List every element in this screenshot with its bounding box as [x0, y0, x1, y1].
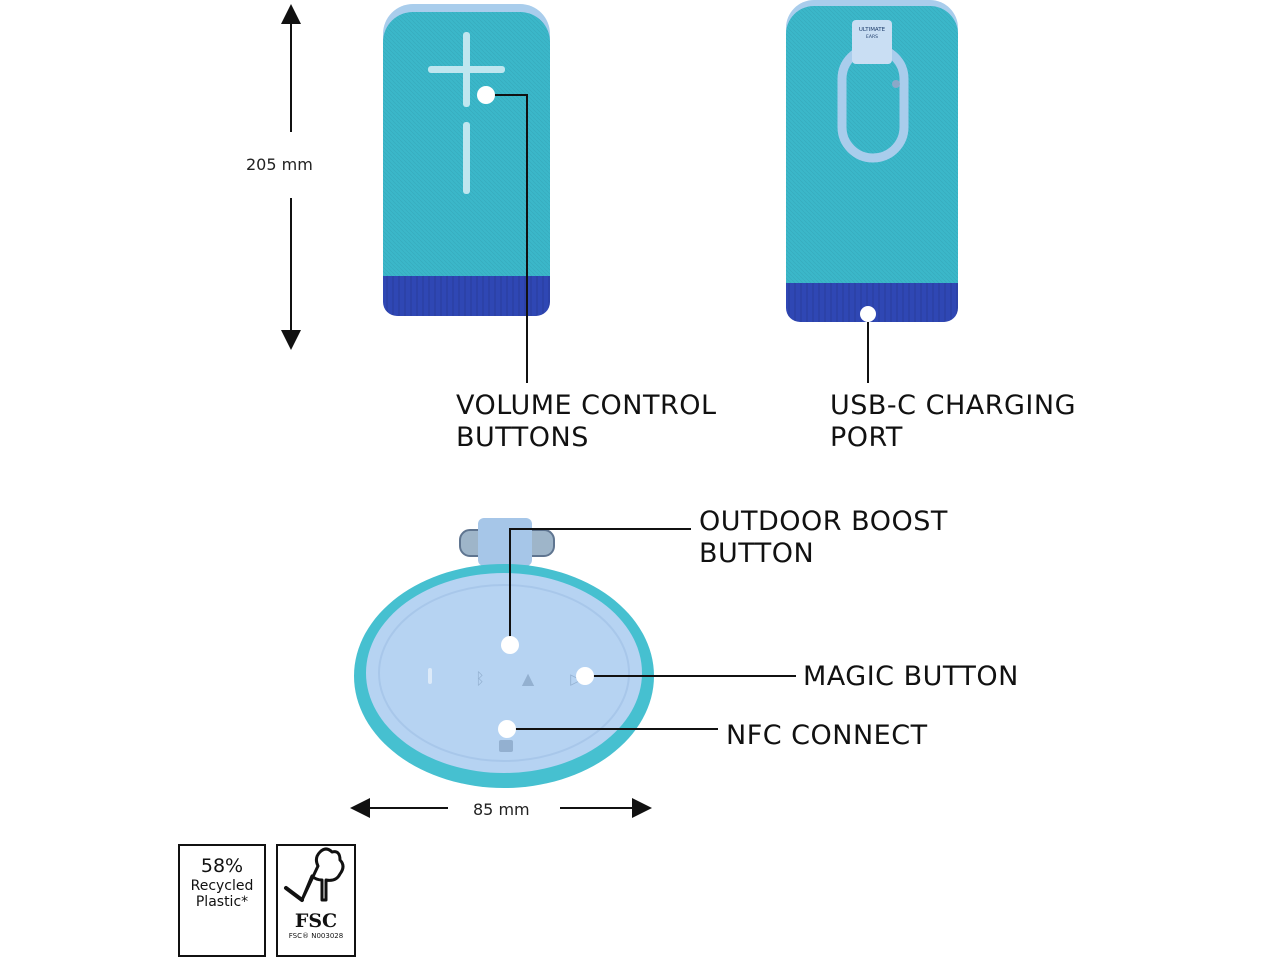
- recycled-line2: Plastic*: [195, 894, 249, 910]
- recycled-line1: Recycled: [190, 878, 254, 894]
- fsc-tree-icon: [284, 847, 345, 902]
- height-label: 205 mm: [242, 153, 317, 176]
- nfc-icon: [499, 740, 513, 752]
- fsc-logo-text: FSC: [294, 910, 338, 932]
- fsc-badge: FSC FSC® N003028: [276, 844, 356, 957]
- speaker-top-view: ᛒ ▲ ▷: [354, 518, 654, 788]
- speaker-front: [383, 4, 550, 316]
- nfc-connect-label: NFC CONNECT: [726, 720, 928, 751]
- minus-icon: [463, 122, 470, 194]
- magic-button-label: MAGIC BUTTON: [803, 661, 1019, 692]
- recycled-percent: 58%: [200, 855, 244, 877]
- outdoor-callout-line: [501, 528, 691, 654]
- nfc-callout-line: [498, 720, 718, 738]
- speaker-back: ULTIMATE EARS: [786, 0, 958, 322]
- width-label: 85 mm: [469, 798, 534, 821]
- plus-icon: [428, 32, 505, 107]
- magic-callout-line: [576, 667, 796, 685]
- power-icon: [428, 668, 432, 684]
- carabiner-icon: [837, 20, 909, 163]
- ultimate-ears-tag-2: EARS: [866, 34, 878, 40]
- outdoor-boost-label: OUTDOOR BOOST BUTTON: [699, 506, 948, 569]
- recycled-plastic-badge: 58% Recycled Plastic*: [178, 844, 266, 957]
- usb-c-label: USB-C CHARGING PORT: [830, 390, 1076, 453]
- bluetooth-icon: ᛒ: [475, 669, 485, 688]
- tree-icon: ▲: [522, 669, 535, 688]
- usb-c-port-marker: [860, 306, 876, 322]
- ultimate-ears-tag: ULTIMATE: [859, 27, 886, 33]
- fsc-code: FSC® N003028: [288, 932, 344, 940]
- volume-callout-line: [477, 86, 528, 383]
- volume-control-label: VOLUME CONTROL BUTTONS: [456, 390, 717, 453]
